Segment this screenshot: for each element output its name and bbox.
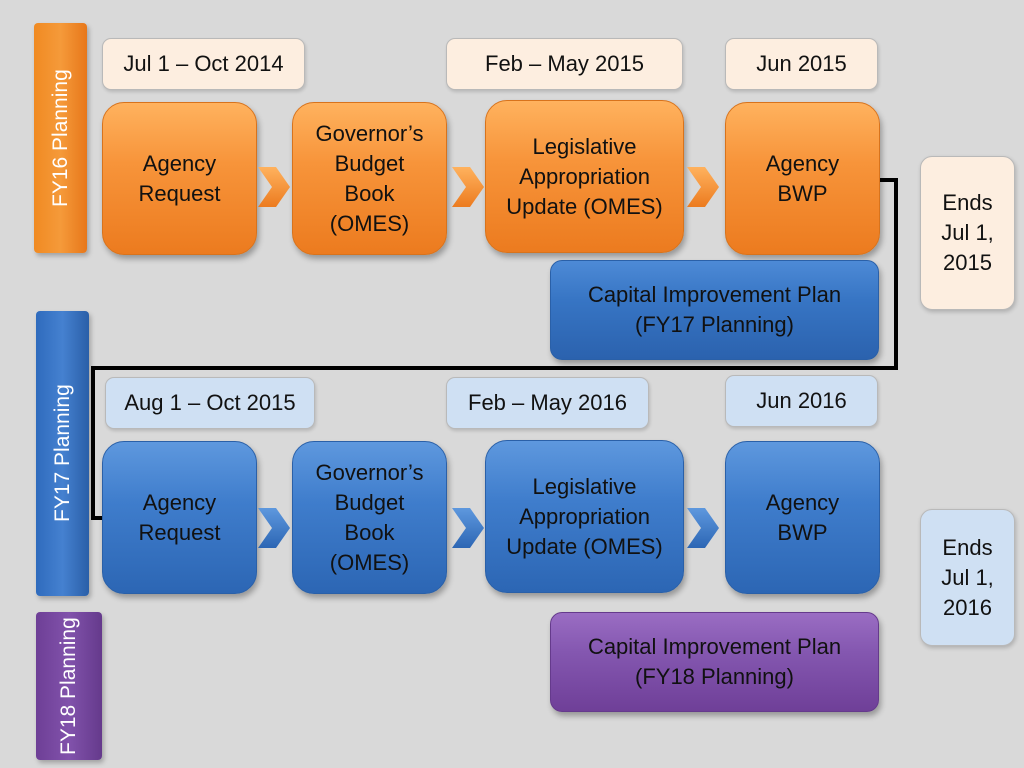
fy16-agency-bwp-box: Agency BWP	[725, 102, 880, 255]
fy16-planning-label: FY16 Planning	[34, 23, 87, 253]
fy17-ends-date: Ends Jul 1, 2016	[920, 509, 1015, 646]
fy17-date-legislative: Feb – May 2016	[446, 377, 649, 429]
fy17-agency-request-box: Agency Request	[102, 441, 257, 594]
fy17-legislative-update-box: Legislative Appropriation Update (OMES)	[485, 440, 684, 593]
chevron-right-icon	[452, 508, 484, 548]
fy17-governors-budget-box: Governor’s Budget Book (OMES)	[292, 441, 447, 594]
fy17-capital-improvement-plan: Capital Improvement Plan (FY18 Planning)	[550, 612, 879, 712]
fy17-date-request: Aug 1 – Oct 2015	[105, 377, 315, 429]
fy17-agency-bwp-box: Agency BWP	[725, 441, 880, 594]
chevron-right-icon	[258, 167, 290, 207]
chevron-right-icon	[258, 508, 290, 548]
fy16-governors-budget-box: Governor’s Budget Book (OMES)	[292, 102, 447, 255]
fy17-date-bwp: Jun 2016	[725, 375, 878, 427]
fy16-date-bwp: Jun 2015	[725, 38, 878, 90]
fy16-agency-request-box: Agency Request	[102, 102, 257, 255]
fy16-capital-improvement-plan: Capital Improvement Plan (FY17 Planning)	[550, 260, 879, 360]
fy16-date-request: Jul 1 – Oct 2014	[102, 38, 305, 90]
chevron-right-icon	[687, 508, 719, 548]
chevron-right-icon	[687, 167, 719, 207]
chevron-right-icon	[452, 167, 484, 207]
fy16-date-legislative: Feb – May 2015	[446, 38, 683, 90]
fy16-legislative-update-box: Legislative Appropriation Update (OMES)	[485, 100, 684, 253]
fy16-ends-date: Ends Jul 1, 2015	[920, 156, 1015, 310]
fy18-planning-label: FY18 Planning	[36, 612, 102, 760]
fy17-planning-label: FY17 Planning	[36, 311, 89, 596]
